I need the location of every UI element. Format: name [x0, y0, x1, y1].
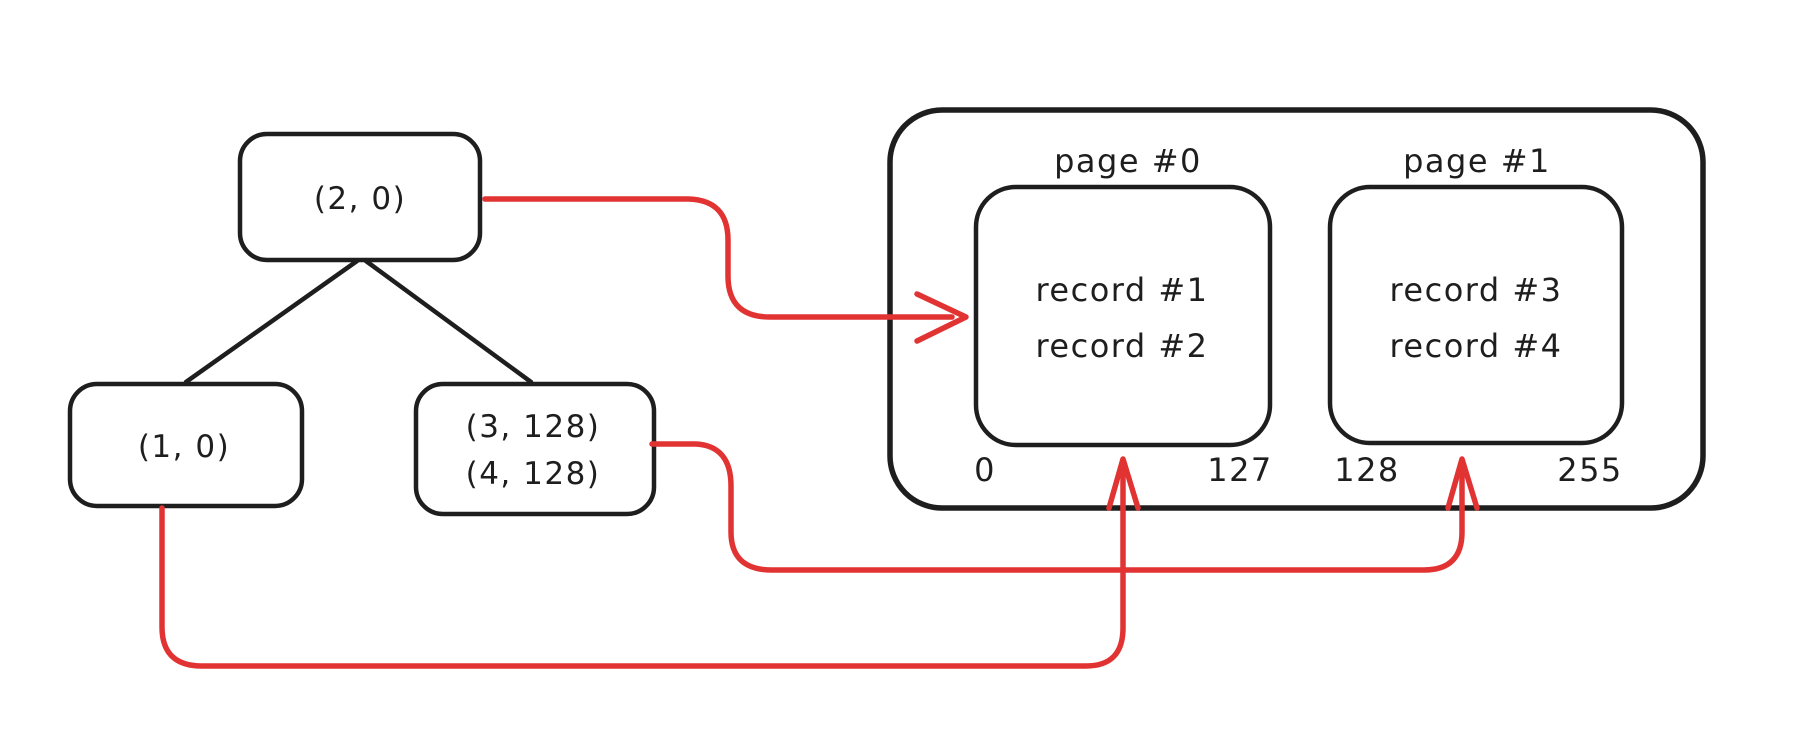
page0-record2-label: record #2	[1035, 327, 1208, 365]
page1-records-box	[1327, 184, 1625, 446]
pointer-left-node-to-page0	[159, 456, 1141, 669]
tree-node-left-box	[67, 381, 305, 509]
tree-node-right-label-line2: (4, 128)	[466, 456, 601, 492]
tree-node-left-label: (1, 0)	[138, 429, 230, 465]
page1-title: page #1	[1403, 142, 1551, 180]
page1-record3-label: record #3	[1389, 271, 1562, 309]
pointer-right-node-to-page1-arrowhead	[1445, 456, 1480, 511]
tree-node-root-box	[237, 131, 483, 263]
pointer-root-to-page0-arrowhead	[914, 291, 969, 344]
page1-offset-start-label: 128	[1334, 451, 1400, 489]
page0-offset-start-label: 0	[974, 451, 996, 489]
page1-offset-end-label: 255	[1557, 451, 1623, 489]
tree-node-left: (1, 0)	[67, 381, 305, 509]
page0-records-box	[973, 184, 1273, 448]
pointer-root-to-page0-line	[482, 196, 955, 320]
pointer-root-to-page0	[482, 196, 969, 344]
edge-root-to-right	[363, 258, 534, 385]
page0-offset-end-label: 127	[1207, 451, 1273, 489]
edge-root-to-left	[183, 258, 360, 385]
pointer-right-node-to-page1-line	[649, 441, 1465, 573]
page1-record4-label: record #4	[1389, 327, 1562, 365]
page0-title: page #0	[1054, 142, 1202, 180]
disk-pages-container	[887, 107, 1706, 511]
pointer-right-node-to-page1	[649, 441, 1480, 573]
pointer-left-node-to-page0-arrowhead	[1106, 456, 1141, 511]
tree-node-root: (2, 0)	[237, 131, 483, 263]
tree-node-right-label-line1: (3, 128)	[466, 409, 601, 445]
pointer-left-node-to-page0-line	[159, 460, 1126, 669]
tree-node-root-label: (2, 0)	[314, 181, 406, 217]
page0-record1-label: record #1	[1035, 271, 1208, 309]
tree-node-right-box	[413, 381, 657, 517]
tree-node-right: (3, 128) (4, 128)	[413, 381, 657, 517]
